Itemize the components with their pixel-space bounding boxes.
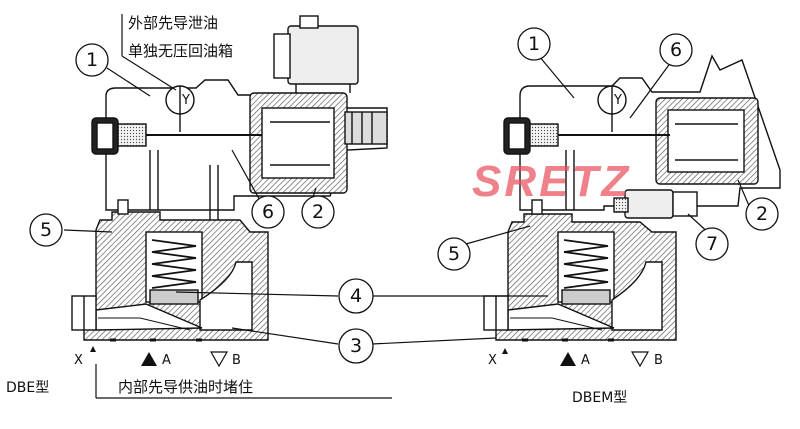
note-top-line1: 外部先导泄油 xyxy=(128,14,218,32)
dbe-port-labels: X A B xyxy=(74,346,241,368)
note-bottom: 内部先导供油时堵住 xyxy=(118,378,253,396)
dbe-connector xyxy=(287,25,359,85)
dbem-valve xyxy=(483,54,781,342)
callout-dbem-2: 2 xyxy=(745,197,779,231)
callouts: 1 5 6 2 1 6 5 2 7 4 3 xyxy=(29,27,779,364)
dbem-pressure-switch xyxy=(624,189,674,219)
svg-text:5: 5 xyxy=(40,219,52,241)
svg-text:B: B xyxy=(654,353,663,368)
dbe-y-label: Y xyxy=(181,93,190,108)
callout-dbe-2: 2 xyxy=(301,195,335,229)
dbe-valve xyxy=(71,15,388,342)
callout-shared-3: 3 xyxy=(338,328,374,364)
svg-text:B: B xyxy=(232,353,241,368)
dbem-spring xyxy=(563,239,609,289)
svg-text:X: X xyxy=(74,353,83,368)
callout-dbem-5: 5 xyxy=(437,237,471,271)
dbem-y-label: Y xyxy=(613,93,622,108)
callout-shared-4: 4 xyxy=(338,278,374,314)
svg-text:A: A xyxy=(581,353,590,368)
watermark: SRETZ xyxy=(472,157,631,206)
svg-text:5: 5 xyxy=(448,243,460,265)
callout-dbem-7: 7 xyxy=(695,227,729,261)
svg-text:1: 1 xyxy=(528,33,540,55)
callout-dbem-1: 1 xyxy=(517,27,551,61)
svg-text:3: 3 xyxy=(350,335,362,357)
svg-text:4: 4 xyxy=(350,285,362,307)
note-top-line2: 单独无压回油箱 xyxy=(128,42,233,60)
svg-text:6: 6 xyxy=(262,201,274,223)
dbe-model-label: DBE型 xyxy=(6,380,49,396)
dbem-model-label: DBEM型 xyxy=(572,390,627,406)
leader-lines xyxy=(63,14,751,399)
callout-dbe-5: 5 xyxy=(29,213,63,247)
dbe-spring xyxy=(151,239,197,289)
svg-text:6: 6 xyxy=(670,39,682,61)
dbem-port-labels: X A B xyxy=(488,348,663,368)
svg-text:A: A xyxy=(162,353,171,368)
svg-text:2: 2 xyxy=(756,203,768,225)
callout-dbem-6: 6 xyxy=(659,33,693,67)
svg-text:2: 2 xyxy=(312,201,324,223)
svg-text:7: 7 xyxy=(706,233,718,255)
svg-text:1: 1 xyxy=(86,49,98,71)
callout-dbe-1: 1 xyxy=(75,43,109,77)
svg-text:X: X xyxy=(488,353,497,368)
callout-dbe-6: 6 xyxy=(251,195,285,229)
